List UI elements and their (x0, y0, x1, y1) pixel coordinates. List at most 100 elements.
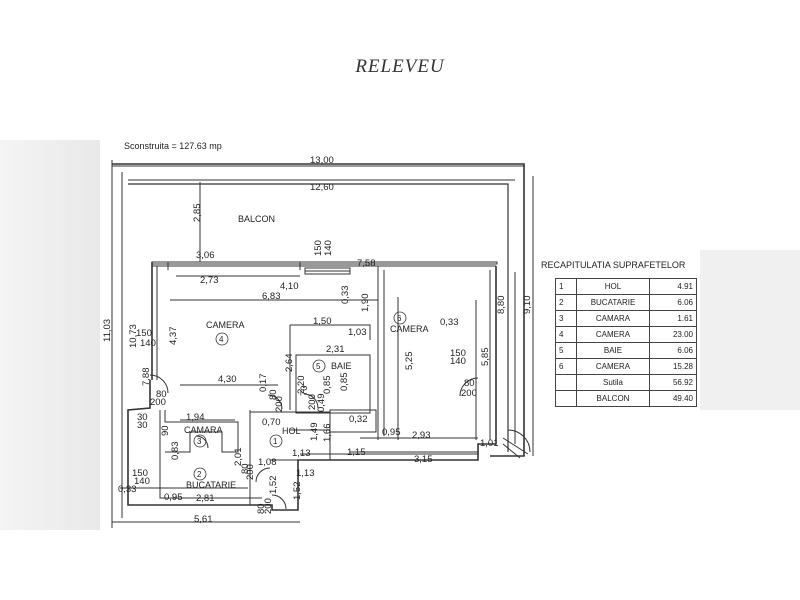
legend-title: RECAPITULATIA SUPRAFETELOR (541, 260, 686, 270)
dim-273: 2,73 (200, 275, 219, 286)
area-row-value: 1.61 (649, 310, 697, 327)
door-80-hol: 80 (268, 389, 279, 400)
dim-150-window: 150 (313, 240, 324, 256)
dim-910: 9,10 (522, 296, 533, 315)
area-row-index: 6 (555, 358, 577, 375)
dim-033-vertical: 0,33 (340, 286, 351, 305)
room-number-1: 1 (273, 437, 278, 446)
dim-152-b: 1,52 (292, 482, 303, 501)
door-80-camera4: 80 (156, 389, 167, 400)
wall-left-lower (127, 380, 288, 511)
area-row-name: BUCATARIE (576, 294, 650, 311)
door-150-bucatarie: 150 (132, 468, 148, 479)
door-swing-camara (195, 435, 209, 449)
circle-room-5 (312, 359, 326, 373)
dim-083: 0,83 (170, 442, 181, 461)
dim-880: 8,80 (496, 296, 507, 315)
drawing-title: RELEVEU (355, 56, 445, 77)
door-30-b: 30 (137, 420, 148, 431)
dim-inner-width: 12,60 (310, 182, 334, 193)
dim-220: 2,20 (296, 376, 307, 395)
dim-049: 0,49 (316, 394, 327, 413)
area-row-value: 6.06 (649, 294, 697, 311)
camara-walls (164, 410, 239, 453)
room-label-camera4: CAMERA (206, 320, 245, 330)
dim-total-width: 13,00 (310, 155, 334, 166)
dim-152-a: 1,52 (268, 476, 279, 495)
door-200-camera6: 200 (461, 388, 477, 399)
area-row-value: 56.92 (649, 374, 697, 391)
door-200-bucatarie: 200 (245, 464, 256, 480)
circle-room-6 (393, 311, 407, 325)
dim-788: 7,88 (141, 368, 152, 387)
door-200-baie: 200 (307, 394, 318, 410)
room-label-hol: HOL (282, 426, 301, 436)
dim-231: 2,31 (326, 344, 345, 355)
door-140-camera6: 140 (450, 356, 466, 367)
dim-115: 1,15 (347, 447, 366, 458)
area-row-name: CAMERA (576, 358, 650, 375)
dim-balcon-depth: 2,85 (192, 204, 203, 223)
dim-1103: 11,03 (102, 319, 113, 342)
dim-194: 1,94 (186, 412, 205, 423)
room-number-3: 3 (197, 437, 202, 446)
dim-095-bottom: 0,95 (164, 492, 183, 503)
wall-bottom-right (288, 443, 496, 511)
room-label-camara: CAMARA (184, 425, 223, 435)
dim-113-a: 1,13 (292, 448, 311, 459)
plan-lines (111, 160, 534, 528)
dim-103: 1,03 (348, 327, 367, 338)
door-swing-camera6 (459, 377, 479, 397)
dim-113-b: 1,13 (296, 468, 315, 479)
door-80-bucatarie: 80 (240, 463, 251, 474)
room-label-balcon: BALCON (238, 214, 275, 224)
dim-017: 0,17 (258, 374, 269, 393)
door-90-camara: 90 (160, 425, 171, 436)
room-number-2: 2 (197, 470, 202, 479)
dim-201: 2,01 (233, 448, 244, 467)
area-row-name: Sutila (576, 374, 650, 391)
room-number-6: 6 (397, 314, 402, 323)
dim-070: 0,70 (262, 417, 281, 428)
room-label-bucatarie: BUCATARIE (186, 480, 236, 490)
dim-306: 3,06 (196, 250, 215, 261)
area-row-value: 6.06 (649, 342, 697, 359)
door-30-a: 30 (137, 412, 148, 423)
area-row-index: 1 (555, 278, 577, 295)
wall-baie-top (290, 324, 371, 340)
dim-1073: 10,73 (128, 324, 139, 348)
area-row-value: 23.00 (649, 326, 697, 343)
dim-561: 5,61 (194, 514, 213, 525)
area-row-name: BALCON (576, 390, 650, 407)
area-row-index: 5 (555, 342, 577, 359)
wall-hol-bottom (270, 412, 331, 461)
door-80-entrance: 80 (256, 503, 267, 514)
dim-166: 1,66 (322, 424, 333, 443)
area-row-index: 3 (555, 310, 577, 327)
built-area-label: Sconstruita = 127.63 mp (124, 141, 222, 151)
balcony-outer-wall (112, 163, 525, 457)
dim-149: 1,49 (309, 423, 320, 442)
dim-683: 6,83 (262, 291, 281, 302)
circle-room-1 (269, 434, 283, 448)
dim-085-a: 0,85 (339, 373, 350, 392)
area-row-value: 4.91 (649, 278, 697, 295)
dim-033-bottom: 0,33 (118, 484, 137, 495)
dim-281: 2,81 (196, 493, 215, 504)
balcony-door-leaf-1 (502, 437, 529, 455)
room-number-4: 4 (219, 335, 224, 344)
circle-room-2 (193, 467, 207, 481)
dim-032: 0,32 (349, 414, 368, 425)
door-200-hol: 200 (274, 396, 285, 412)
dim-525: 5,25 (404, 352, 415, 371)
door-swing-balcony (507, 429, 531, 453)
circle-room-4 (215, 332, 229, 346)
